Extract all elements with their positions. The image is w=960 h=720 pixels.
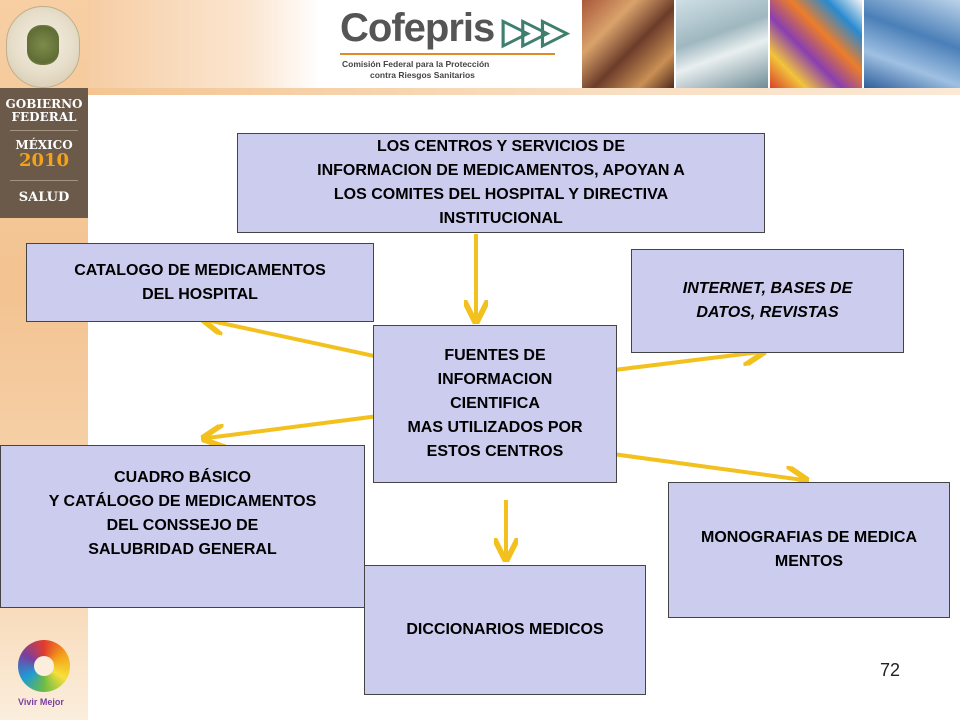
center-sources-box: FUENTES DE INFORMACION CIENTIFICA MAS UT…: [373, 325, 617, 483]
cofepris-arrows-icon: ▷▷▷: [502, 10, 569, 51]
header-band: [88, 88, 960, 95]
diccionarios-box: DICCIONARIOS MEDICOS: [364, 565, 646, 695]
gobierno-federal-label: GOBIERNO FEDERAL: [5, 97, 83, 124]
mexico-label: MÉXICO: [15, 138, 73, 152]
arrow-center-to-catalogo: [207, 320, 403, 364]
page-number: 72: [880, 660, 901, 680]
catalogo-box: CATALOGO DE MEDICAMENTOS DEL HOSPITAL: [26, 243, 374, 322]
header-photo-lab: [676, 0, 768, 88]
header-photo-products: [582, 0, 674, 88]
government-brand-block: [0, 88, 88, 218]
vivir-mejor-label: Vivir Mejor: [18, 697, 64, 707]
logo-center: [34, 656, 54, 676]
header-photo-pills: [770, 0, 862, 88]
year-label: 2010: [18, 150, 70, 171]
logo-subtitle: contra Riesgos Sanitarios: [370, 70, 475, 80]
divider: [10, 130, 78, 131]
header-photo-water: [864, 0, 960, 88]
logo-subtitle: Comisión Federal para la Protección: [342, 59, 490, 69]
cuadro-basico-box: CUADRO BÁSICO Y CATÁLOGO DE MEDICAMENTOS…: [0, 445, 365, 608]
arrow-center-to-internet: [597, 352, 760, 374]
mexico-seal-icon: [6, 6, 80, 88]
divider: [10, 180, 78, 181]
top-statement-box: LOS CENTROS Y SERVICIOS DE INFORMACION D…: [237, 133, 765, 233]
salud-label: SALUD: [18, 190, 70, 205]
monografias-box: MONOGRAFIAS DE MEDICA MENTOS: [668, 482, 950, 618]
internet-box: INTERNET, BASES DE DATOS, REVISTAS: [631, 249, 904, 353]
arrow-center-to-monografias: [597, 450, 803, 480]
cofepris-logo: Cofepris: [340, 6, 495, 50]
arrow-center-to-cuadro: [207, 411, 403, 438]
logo-underline: [340, 53, 555, 55]
header-gradient: [88, 0, 320, 88]
